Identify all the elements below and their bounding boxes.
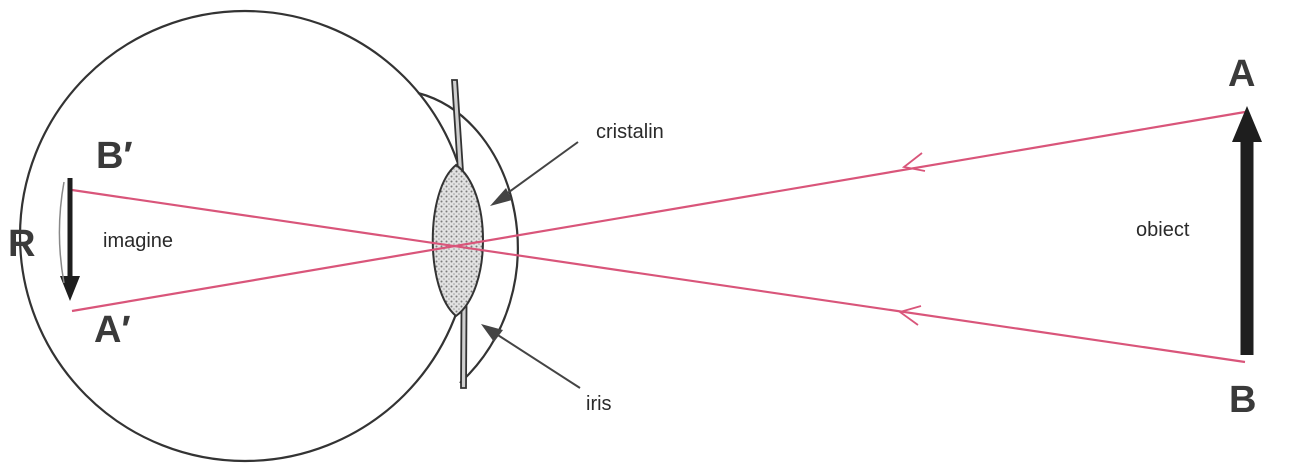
label-cristalin: cristalin xyxy=(596,121,664,143)
ray-from-B xyxy=(72,190,1245,362)
ray-direction-chevron-upper xyxy=(904,153,925,171)
label-A: A xyxy=(1228,53,1255,95)
ray-direction-chevron-lower xyxy=(900,306,921,325)
label-imagine: imagine xyxy=(103,230,173,252)
object-arrowhead xyxy=(1232,106,1262,142)
label-A-prime: A′ xyxy=(94,309,131,351)
eyeball-outline xyxy=(20,11,470,461)
crystalline-lens xyxy=(433,165,483,316)
label-R: R xyxy=(8,223,35,265)
label-iris: iris xyxy=(586,393,612,415)
iris-pointer-line xyxy=(490,330,580,388)
retina-curve-mark xyxy=(60,182,65,283)
label-obiect: obiect xyxy=(1136,219,1190,241)
label-B: B xyxy=(1229,379,1256,421)
label-B-prime: B′ xyxy=(96,135,133,177)
cristalin-pointer-line xyxy=(498,142,578,200)
